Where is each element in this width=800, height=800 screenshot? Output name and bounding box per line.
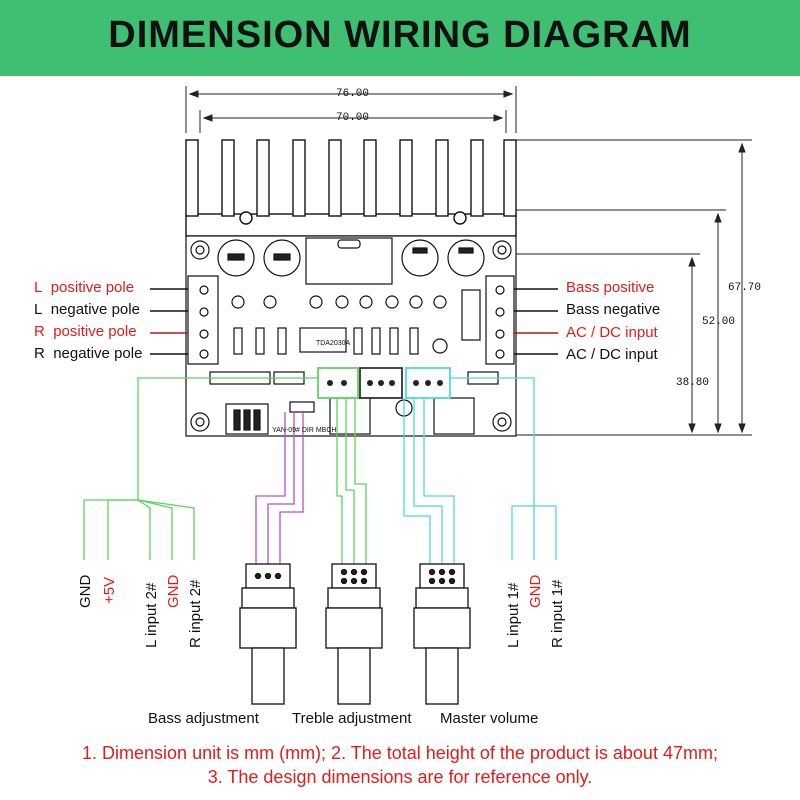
pin-5v: +5V [101, 576, 118, 604]
pot-treble [325, 563, 383, 705]
pin-r-input-2: R input 2# [187, 579, 204, 648]
pcb-model-text: TDA2030A [316, 340, 351, 347]
heatsink [185, 139, 517, 237]
pcb-board [185, 235, 517, 437]
pin-l-input-2: L input 2# [143, 582, 160, 648]
right-leader-lines [514, 288, 558, 355]
pin-gnd-3: GND [527, 574, 544, 608]
pin-gnd-2: GND [165, 574, 182, 608]
label-l-positive: L positive pole [34, 279, 135, 296]
pcb-silk-text: YAN-09# DIR MBCH [272, 427, 336, 434]
highlighted-connectors [317, 367, 451, 399]
caption-master-volume: Master volume [440, 710, 539, 727]
label-bass-positive: Bass positive [566, 279, 655, 296]
label-acdc-input-red: AC / DC input [566, 324, 658, 341]
dim-width-inner: 70.00 [336, 112, 370, 124]
green-wires [83, 377, 367, 564]
purple-wires [255, 412, 304, 564]
width-dimension-lines [185, 86, 517, 133]
label-r-negative: R negative pole [34, 345, 143, 362]
label-bass-negative: Bass negative [566, 301, 661, 318]
dim-height-low: 38.80 [676, 377, 710, 389]
dim-height-total: 67.70 [728, 282, 762, 294]
left-leader-lines [150, 288, 188, 355]
note-line-1: 1. Dimension unit is mm (mm); 2. The tot… [82, 743, 718, 763]
cyan-wires [403, 377, 557, 564]
label-acdc-input: AC / DC input [566, 346, 658, 363]
pin-r-input-1: R input 1# [549, 579, 566, 648]
pin-l-input-1: L input 1# [505, 582, 522, 648]
caption-treble-adjustment: Treble adjustment [292, 710, 412, 727]
note-line-2: 3. The design dimensions are for referen… [207, 767, 593, 787]
pot-bass [239, 563, 297, 705]
height-dimension-lines [516, 139, 752, 436]
dim-height-board: 52.00 [702, 316, 736, 328]
page-title: DIMENSION WIRING DIAGRAM [108, 14, 692, 56]
pin-gnd-1: GND [77, 574, 94, 608]
label-r-positive: R positive pole [34, 323, 137, 340]
dim-width-outer: 76.00 [336, 88, 370, 100]
header-banner: DIMENSION WIRING DIAGRAM [0, 0, 800, 76]
pot-master [413, 563, 471, 705]
caption-bass-adjustment: Bass adjustment [148, 710, 259, 727]
label-l-negative: L negative pole [34, 301, 140, 318]
